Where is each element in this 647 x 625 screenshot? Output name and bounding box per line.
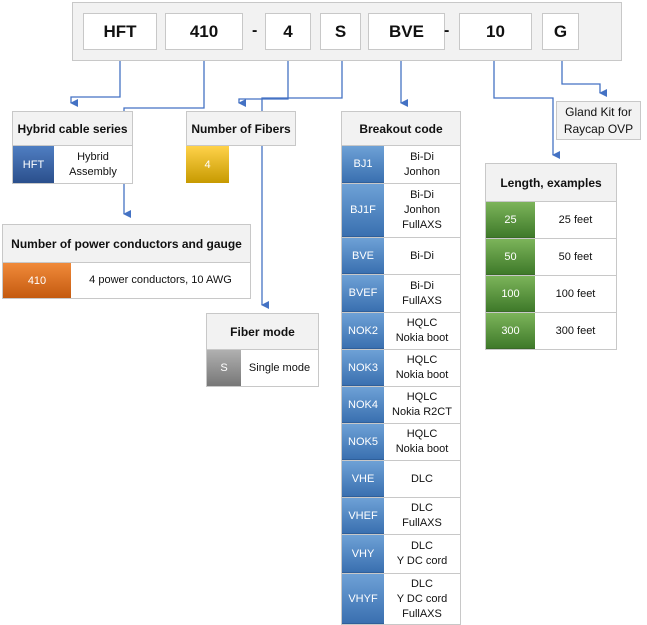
table-row: 50 50 feet <box>485 239 617 276</box>
gland-kit-box: Gland Kit for Raycap OVP <box>556 101 641 140</box>
desc-cell: HQLC Nokia boot <box>395 354 449 381</box>
desc-cell: 25 feet <box>558 213 593 226</box>
code-cell: BJ1 <box>342 146 384 183</box>
table-row: VHEF DLC FullAXS <box>341 498 461 535</box>
connector-10 <box>493 50 560 159</box>
desc-cell: HQLC Nokia R2CT <box>392 391 452 418</box>
desc-cell: HQLC Nokia boot <box>395 428 449 455</box>
separator-dash: - <box>252 22 258 39</box>
code-cell: BVE <box>342 238 384 274</box>
table-row: BVE Bi-Di <box>341 238 461 275</box>
table-row: 300 300 feet <box>485 313 617 350</box>
code-cell: 100 <box>486 276 535 312</box>
code-cell: 4 <box>186 146 229 183</box>
connector-hft <box>70 50 121 107</box>
segment-series: HFT <box>83 13 157 50</box>
desc-cell: Single mode <box>248 361 311 374</box>
table-row: NOK4 HQLC Nokia R2CT <box>341 387 461 424</box>
fibers-table: Number of Fibers 4 <box>186 111 296 183</box>
desc-cell: Hybrid Assembly <box>69 150 117 178</box>
desc-cell: HQLC Nokia boot <box>395 317 449 344</box>
hybrid-title: Hybrid cable series <box>12 111 133 146</box>
segment-breakout: BVE <box>368 13 445 50</box>
hybrid-table: Hybrid cable series HFT Hybrid Assembly <box>12 111 133 184</box>
code-cell: S <box>207 350 241 386</box>
desc-cell: Bi-Di FullAXS <box>402 279 442 307</box>
code-cell: 300 <box>486 313 535 349</box>
table-row: 100 100 feet <box>485 276 617 313</box>
code-cell: HFT <box>13 146 54 183</box>
table-row: BJ1F Bi-Di Jonhon FullAXS <box>341 184 461 238</box>
segment-power: 410 <box>165 13 243 50</box>
code-cell: 410 <box>3 263 71 298</box>
desc-cell: DLC <box>410 472 433 485</box>
segment-gland: G <box>542 13 579 50</box>
code-cell: VHYF <box>342 574 384 624</box>
table-row: VHE DLC <box>341 461 461 498</box>
length-title: Length, examples <box>485 163 617 202</box>
desc-cell: 50 feet <box>558 250 593 263</box>
connector-4 <box>238 50 289 107</box>
code-cell: NOK2 <box>342 313 384 349</box>
table-row: NOK2 HQLC Nokia boot <box>341 313 461 350</box>
mode-title: Fiber mode <box>206 313 319 350</box>
table-row: BVEF Bi-Di FullAXS <box>341 275 461 313</box>
desc-cell: DLC Y DC cord <box>396 540 448 567</box>
code-cell: NOK5 <box>342 424 384 460</box>
table-row: HFT Hybrid Assembly <box>12 146 133 184</box>
code-cell: NOK3 <box>342 350 384 386</box>
mode-table: Fiber mode S Single mode <box>206 313 319 387</box>
desc-cell: 300 feet <box>555 324 596 337</box>
code-cell: VHY <box>342 535 384 573</box>
desc-cell: 4 power conductors, 10 AWG <box>89 274 232 286</box>
breakout-title: Breakout code <box>341 111 461 146</box>
table-row: BJ1 Bi-Di Jonhon <box>341 146 461 184</box>
table-row: 410 4 power conductors, 10 AWG <box>2 263 251 299</box>
table-row: S Single mode <box>206 350 319 387</box>
table-row: 25 25 feet <box>485 202 617 239</box>
code-cell: NOK4 <box>342 387 384 423</box>
desc-cell: DLC FullAXS <box>402 502 442 529</box>
desc-cell: Bi-Di <box>410 249 434 262</box>
table-row: VHY DLC Y DC cord <box>341 535 461 574</box>
desc-cell: DLC Y DC cord FullAXS <box>396 577 448 620</box>
power-title: Number of power conductors and gauge <box>2 224 251 263</box>
code-cell: 25 <box>486 202 535 238</box>
code-cell: 50 <box>486 239 535 275</box>
desc-cell: Bi-Di Jonhon <box>403 150 441 178</box>
connector-g <box>561 50 607 97</box>
table-row: NOK5 HQLC Nokia boot <box>341 424 461 461</box>
code-cell: VHEF <box>342 498 384 534</box>
code-cell: VHE <box>342 461 384 497</box>
connector-s <box>261 50 343 309</box>
code-cell: BVEF <box>342 275 384 312</box>
separator-dash: - <box>444 22 450 39</box>
table-row: NOK3 HQLC Nokia boot <box>341 350 461 387</box>
code-cell: BJ1F <box>342 184 384 237</box>
power-table: Number of power conductors and gauge 410… <box>2 224 251 299</box>
segment-mode: S <box>320 13 361 50</box>
table-row: VHYF DLC Y DC cord FullAXS <box>341 574 461 625</box>
segment-length: 10 <box>459 13 532 50</box>
fibers-title: Number of Fibers <box>186 111 296 146</box>
desc-cell: 100 feet <box>555 287 596 300</box>
desc-cell: Bi-Di Jonhon FullAXS <box>402 189 442 231</box>
segment-fibers: 4 <box>265 13 311 50</box>
